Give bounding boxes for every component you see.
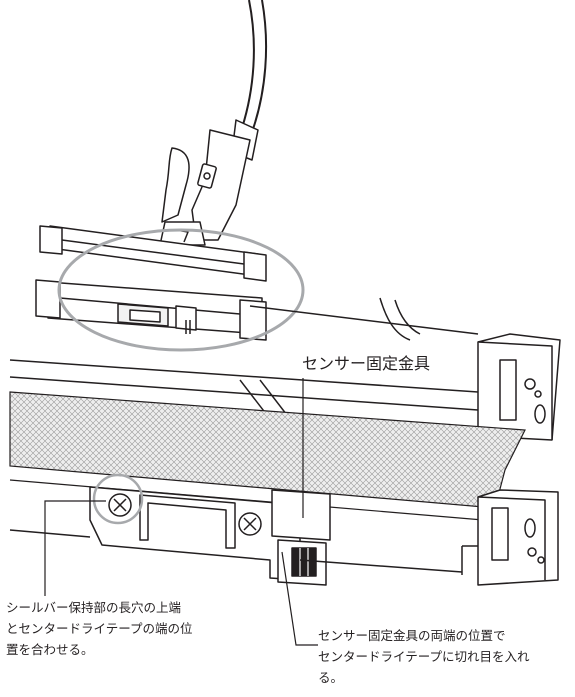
upper-seal-bar — [39, 225, 267, 282]
note-line: センタードライテープに切れ目を入れ — [318, 649, 530, 664]
note-line: センサー固定金具の両端の位置で — [318, 628, 506, 643]
highlight-ellipse — [57, 228, 305, 352]
center-dry-tape — [9, 391, 526, 509]
right-end-cap-upper — [477, 333, 561, 441]
note-line: シールバー保持部の長穴の上端 — [6, 600, 182, 615]
sensor-connector-icon — [271, 489, 331, 586]
right-end-cap-lower — [461, 489, 559, 586]
sensor-bracket-label: センサー固定金具 — [302, 354, 431, 373]
lower-seal-bar — [35, 279, 267, 341]
screw-icon — [238, 512, 262, 536]
tape-cut-note: センサー固定金具の両端の位置で センタードライテープに切れ目を入れ る。 — [318, 625, 568, 688]
screw-icon — [108, 493, 132, 517]
note-line: 置を合わせる。 — [6, 642, 94, 657]
note-line: る。 — [318, 670, 344, 685]
remote-hand-unit-icon — [159, 0, 268, 246]
leader-lines — [44, 378, 318, 646]
note-line: とセンタードライテープの端の位 — [6, 621, 193, 636]
seal-bar-alignment-note: シールバー保持部の長穴の上端 とセンタードライテープの端の位 置を合わせる。 — [6, 597, 221, 660]
screw-highlight-circle — [92, 473, 144, 525]
